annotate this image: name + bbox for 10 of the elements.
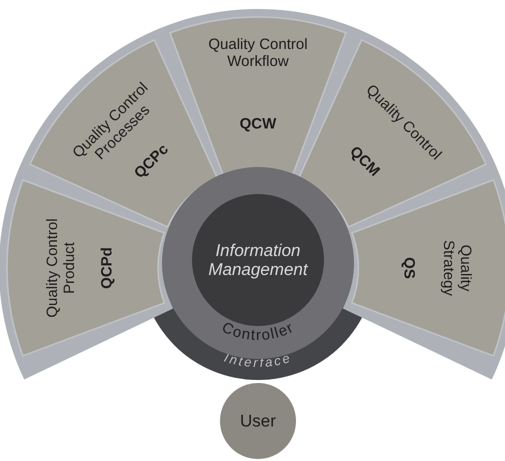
ring-label: Interface xyxy=(222,350,294,370)
abbreviation-label: QCPd xyxy=(100,246,116,291)
circle-label: User xyxy=(239,411,277,431)
segment-title: Quality Control Product xyxy=(45,217,79,320)
segment-title: Quality Control Workflow xyxy=(207,37,309,71)
segment-title: Quality Strategy xyxy=(439,239,473,298)
abbreviation-label: QS xyxy=(400,256,416,281)
ring-label: Controller xyxy=(219,318,297,344)
circle-label: Information Management xyxy=(207,240,310,280)
abbreviation-label: QCW xyxy=(238,116,278,134)
